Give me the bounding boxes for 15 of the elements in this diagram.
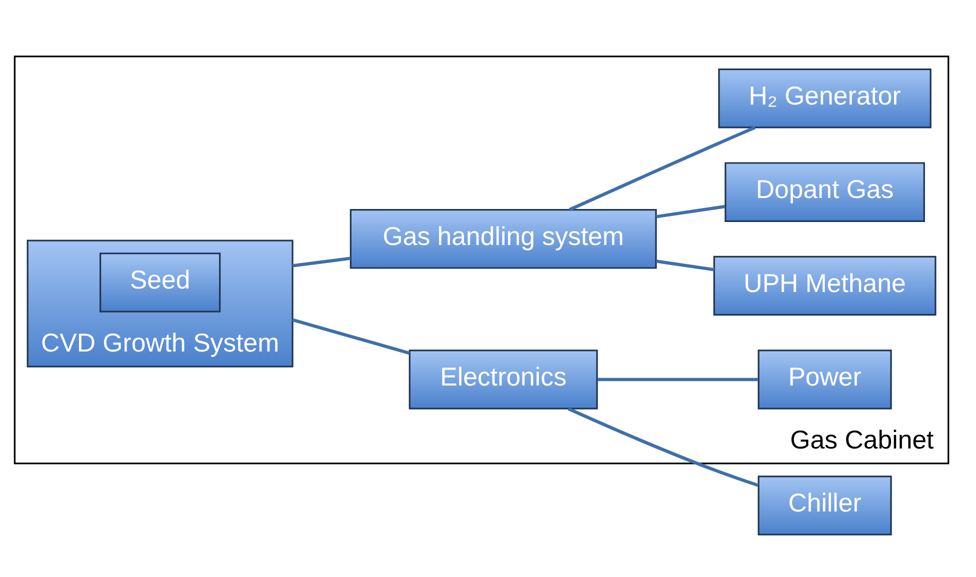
node-box: H₂ Generator [718, 68, 932, 128]
connector [292, 318, 410, 354]
connector [656, 204, 726, 218]
connector [568, 125, 756, 211]
node-box: Gas handling system [350, 208, 657, 268]
node-box: Dopant Gas [724, 162, 925, 222]
node-box: Seed [100, 252, 221, 312]
node-box: Power [758, 349, 892, 409]
connector [656, 259, 714, 271]
node-box: Chiller [758, 475, 892, 535]
connector [292, 256, 351, 267]
connector [568, 406, 759, 486]
node-box: UPH Methane [713, 255, 936, 316]
connector [597, 377, 758, 381]
node-box: Electronics [408, 349, 598, 409]
